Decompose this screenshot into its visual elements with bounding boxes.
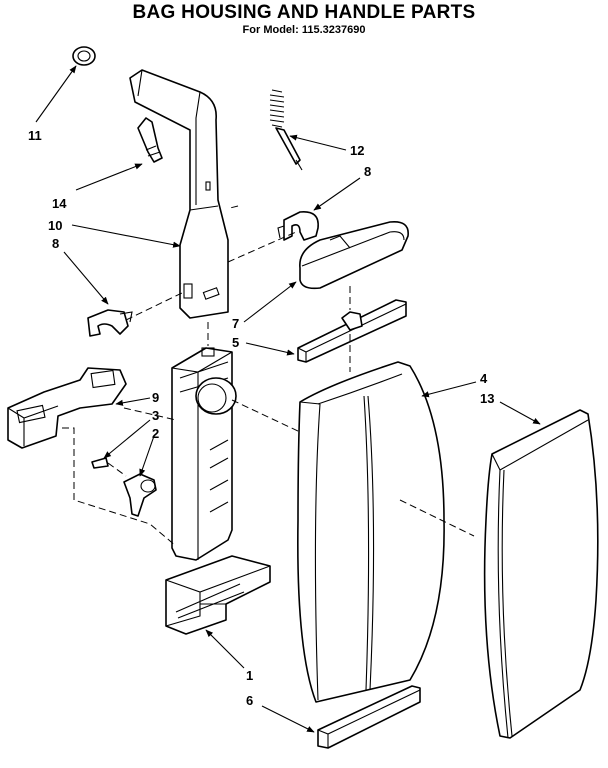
callout-12: 12 bbox=[350, 143, 364, 158]
part-8-clip-upper bbox=[277, 211, 319, 241]
part-14-switch bbox=[137, 117, 163, 163]
callout-13: 13 bbox=[480, 391, 494, 406]
model-number: For Model: 115.3237690 bbox=[242, 24, 366, 36]
part-5-bracket bbox=[297, 299, 407, 363]
callout-8-upper: 8 bbox=[364, 164, 371, 179]
assembly-lines bbox=[62, 205, 475, 547]
diagram-title: BAG HOUSING AND HANDLE PARTS bbox=[132, 2, 476, 23]
callout-10: 10 bbox=[48, 218, 62, 233]
part-13-paper-bag bbox=[483, 409, 599, 739]
part-9-adapter bbox=[7, 367, 127, 449]
callout-4: 4 bbox=[480, 371, 488, 386]
callout-6: 6 bbox=[246, 693, 253, 708]
callout-3: 3 bbox=[152, 408, 159, 423]
callout-labels: 11 12 8 14 10 8 7 5 4 13 9 3 2 1 6 bbox=[28, 128, 494, 708]
part-1-base bbox=[165, 555, 271, 635]
part-2-latch bbox=[123, 473, 157, 517]
callout-9: 9 bbox=[152, 390, 159, 405]
part-3-screw bbox=[91, 457, 109, 469]
part-4-outer-bag bbox=[297, 361, 445, 703]
part-12-spring-bolt bbox=[269, 89, 303, 171]
callout-14: 14 bbox=[52, 196, 67, 211]
callout-8-lower: 8 bbox=[52, 236, 59, 251]
part-6-trim bbox=[317, 685, 421, 749]
part-10-upper-handle bbox=[129, 69, 229, 319]
part-7-cover bbox=[299, 220, 409, 290]
part-11-grip-cap bbox=[72, 46, 96, 66]
callout-1: 1 bbox=[246, 668, 253, 683]
leader-lines bbox=[35, 65, 541, 733]
callout-7: 7 bbox=[232, 316, 239, 331]
callout-2: 2 bbox=[152, 426, 159, 441]
bag-housing-column bbox=[171, 347, 237, 561]
part-8-clip-lower bbox=[87, 309, 133, 337]
callout-5: 5 bbox=[232, 335, 239, 350]
callout-11: 11 bbox=[28, 128, 42, 143]
